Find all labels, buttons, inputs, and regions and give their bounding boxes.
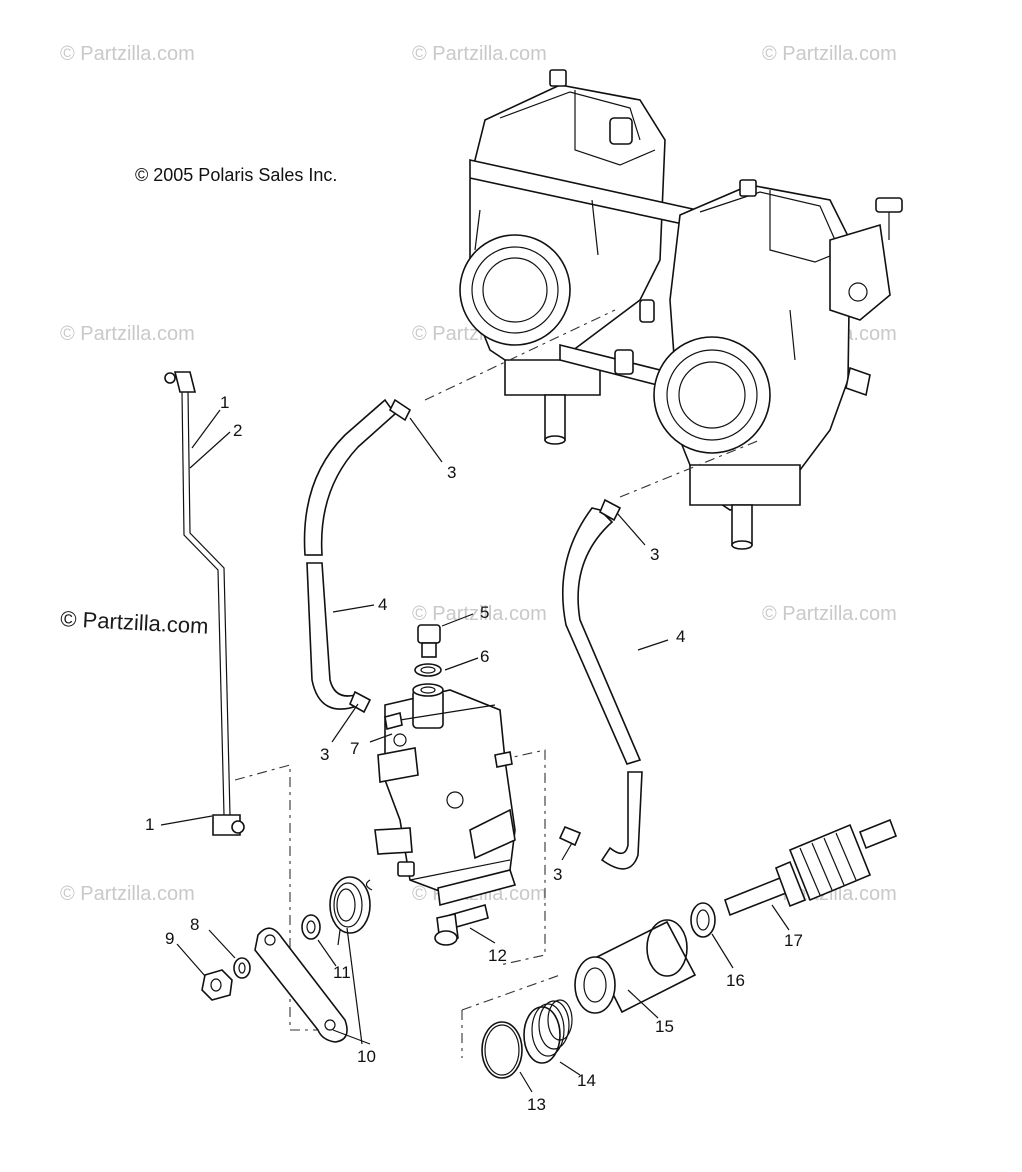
callout-4: 4	[676, 627, 685, 646]
callout-17: 17	[784, 931, 803, 950]
carburetor-assembly	[459, 69, 903, 550]
seal-13	[481, 1021, 523, 1079]
watermark: © Partzilla.com	[60, 323, 195, 345]
return-spring	[329, 876, 373, 946]
callout-15: 15	[655, 1017, 674, 1036]
leader-lines	[160, 409, 790, 1093]
watermark: © Partzilla.com	[762, 43, 897, 65]
callout-3: 3	[553, 865, 562, 884]
watermark: © Partzilla.com	[60, 883, 195, 905]
fuel-hose-right	[558, 498, 643, 870]
callout-3: 3	[320, 745, 329, 764]
callout-3: 3	[447, 463, 456, 482]
callout-1: 1	[145, 815, 154, 834]
fuel-hose-left	[303, 398, 412, 714]
spring-14	[523, 999, 573, 1064]
callout-labels: 1 2 3 4 5 6 3 7 1 3 4 3 8 9 11 10 12 13 …	[145, 393, 803, 1114]
callout-3: 3	[650, 545, 659, 564]
lock-washer-8	[233, 957, 251, 979]
callout-14: 14	[577, 1071, 596, 1090]
callout-10: 10	[357, 1047, 376, 1066]
drive-shaft-17	[724, 818, 898, 917]
callout-6: 6	[480, 647, 489, 666]
watermark: © Partzilla.com	[762, 603, 897, 625]
callout-13: 13	[527, 1095, 546, 1114]
alignment-lines	[234, 309, 761, 1058]
vent-line-assembly	[164, 371, 245, 836]
lever-plate	[254, 927, 348, 1043]
fuel-pump	[374, 624, 517, 907]
watermark: © Partzilla.com	[412, 603, 547, 625]
washer-16	[690, 902, 716, 938]
callout-7: 7	[350, 739, 359, 758]
bolt-12	[434, 903, 489, 946]
watermark-layer: © Partzilla.com © Partzilla.com © Partzi…	[60, 43, 897, 905]
copyright-text: © 2005 Polaris Sales Inc.	[135, 165, 337, 185]
callout-11: 11	[333, 963, 351, 982]
nut-9	[201, 969, 233, 1001]
drive-sleeve-15	[574, 919, 697, 1014]
callout-12: 12	[488, 946, 507, 965]
callout-16: 16	[726, 971, 745, 990]
callout-9: 9	[165, 929, 174, 948]
watermark-dark: © Partzilla.com	[60, 606, 209, 639]
washer-11	[301, 914, 321, 940]
callout-2: 2	[233, 421, 242, 440]
callout-4: 4	[378, 595, 387, 614]
watermark: © Partzilla.com	[60, 43, 195, 65]
callout-5: 5	[480, 603, 489, 622]
watermark: © Partzilla.com	[412, 43, 547, 65]
callout-8: 8	[190, 915, 199, 934]
callout-1: 1	[220, 393, 229, 412]
